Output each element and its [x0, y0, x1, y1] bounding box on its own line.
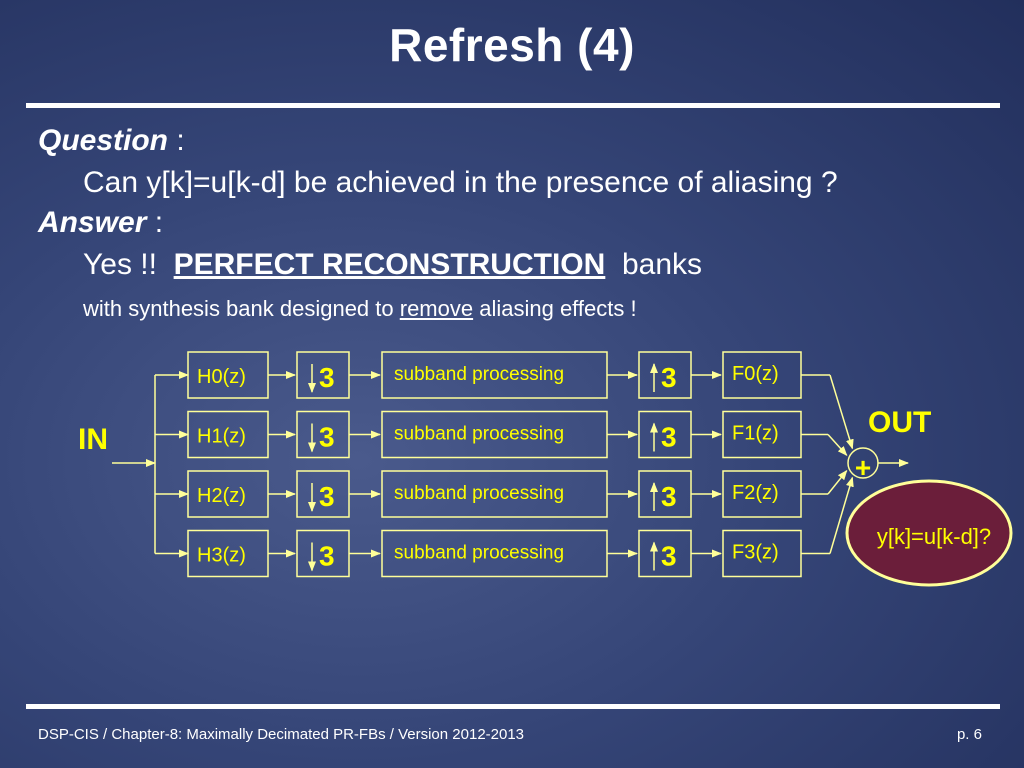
processing-label-3: subband processing [394, 543, 564, 564]
footer-text: DSP-CIS / Chapter-8: Maximally Decimated… [38, 726, 525, 743]
downsampler-2 [296, 470, 350, 518]
up-factor-3: 3 [661, 541, 677, 572]
answer-banks: banks [605, 248, 703, 281]
page-number: p. 6 [956, 726, 982, 743]
f-to-sum-0 [829, 374, 854, 450]
note-pre: with synthesis bank designed to [83, 296, 400, 321]
synthesis-label-2: F2(z) [732, 482, 779, 504]
downsampler-3 [296, 529, 350, 578]
down-factor-2: 3 [319, 481, 335, 512]
analysis-filter-3 [187, 529, 269, 578]
analysis-label-3: H3(z) [197, 545, 246, 567]
processing-block-0 [381, 351, 608, 399]
answer-line: Answer : [38, 206, 163, 240]
footer-divider [26, 704, 1000, 709]
answer-yes: Yes !! [83, 248, 174, 281]
answer-text: Yes !! PERFECT RECONSTRUCTION banks [83, 248, 702, 282]
sum-node [847, 447, 879, 479]
synthesis-filter-0 [722, 351, 802, 399]
analysis-filter-1 [187, 410, 269, 459]
downsampler-0 [296, 351, 350, 399]
note-remove: remove [399, 296, 474, 321]
f-to-sum-2 [827, 469, 848, 495]
answer-label: Answer [38, 206, 147, 239]
note-line: with synthesis bank designed to remove a… [83, 296, 637, 322]
downsampler-1 [296, 410, 350, 459]
title-divider [26, 103, 1000, 108]
synthesis-label-1: F1(z) [732, 423, 779, 445]
question-line: Question : [38, 124, 185, 158]
upsampler-0 [638, 351, 692, 399]
question-text: Can y[k]=u[k-d] be achieved in the prese… [83, 166, 838, 199]
synthesis-filter-3 [722, 529, 802, 578]
up-factor-1: 3 [661, 422, 677, 453]
processing-block-1 [381, 410, 608, 459]
sum-symbol: + [855, 452, 871, 483]
synthesis-label-3: F3(z) [732, 542, 779, 564]
diagram-blocks: H0(z) 3 subband processing 3 F0(z) H1(z) 3 subb… [187, 351, 879, 578]
f-to-sum-1 [827, 433, 848, 457]
analysis-filter-2 [187, 470, 269, 518]
synthesis-filter-1 [722, 410, 802, 459]
synthesis-filter-2 [722, 470, 802, 518]
up-factor-2: 3 [661, 481, 677, 512]
question-label: Question [38, 124, 169, 157]
slide-title: Refresh (4) [389, 19, 635, 71]
processing-block-3 [381, 529, 608, 578]
analysis-label-1: H1(z) [197, 426, 246, 448]
result-label: y[k]=u[k-d]? [877, 524, 991, 549]
up-factor-0: 3 [661, 362, 677, 393]
processing-label-0: subband processing [394, 364, 564, 385]
result-ellipse [845, 479, 1013, 587]
down-factor-0: 3 [319, 362, 335, 393]
in-label: IN [78, 423, 108, 456]
diagram-connections [112, 371, 909, 558]
upsampler-1 [638, 410, 692, 459]
analysis-label-2: H2(z) [197, 485, 246, 507]
note-post: aliasing effects ! [473, 296, 637, 321]
analysis-filter-0 [187, 351, 269, 399]
analysis-label-0: H0(z) [197, 366, 246, 388]
answer-sep: : [146, 206, 164, 239]
upsampler-3 [638, 529, 692, 578]
f-to-sum-3 [829, 476, 854, 554]
down-factor-3: 3 [319, 541, 335, 572]
processing-label-2: subband processing [394, 483, 564, 504]
down-factor-1: 3 [319, 422, 335, 453]
question-sep: : [168, 124, 185, 157]
upsampler-2 [638, 470, 692, 518]
processing-label-1: subband processing [394, 424, 564, 445]
perfect-reconstruction: PERFECT RECONSTRUCTION [173, 248, 606, 281]
processing-block-2 [381, 470, 608, 518]
out-label: OUT [868, 406, 931, 439]
synthesis-label-0: F0(z) [732, 363, 779, 385]
